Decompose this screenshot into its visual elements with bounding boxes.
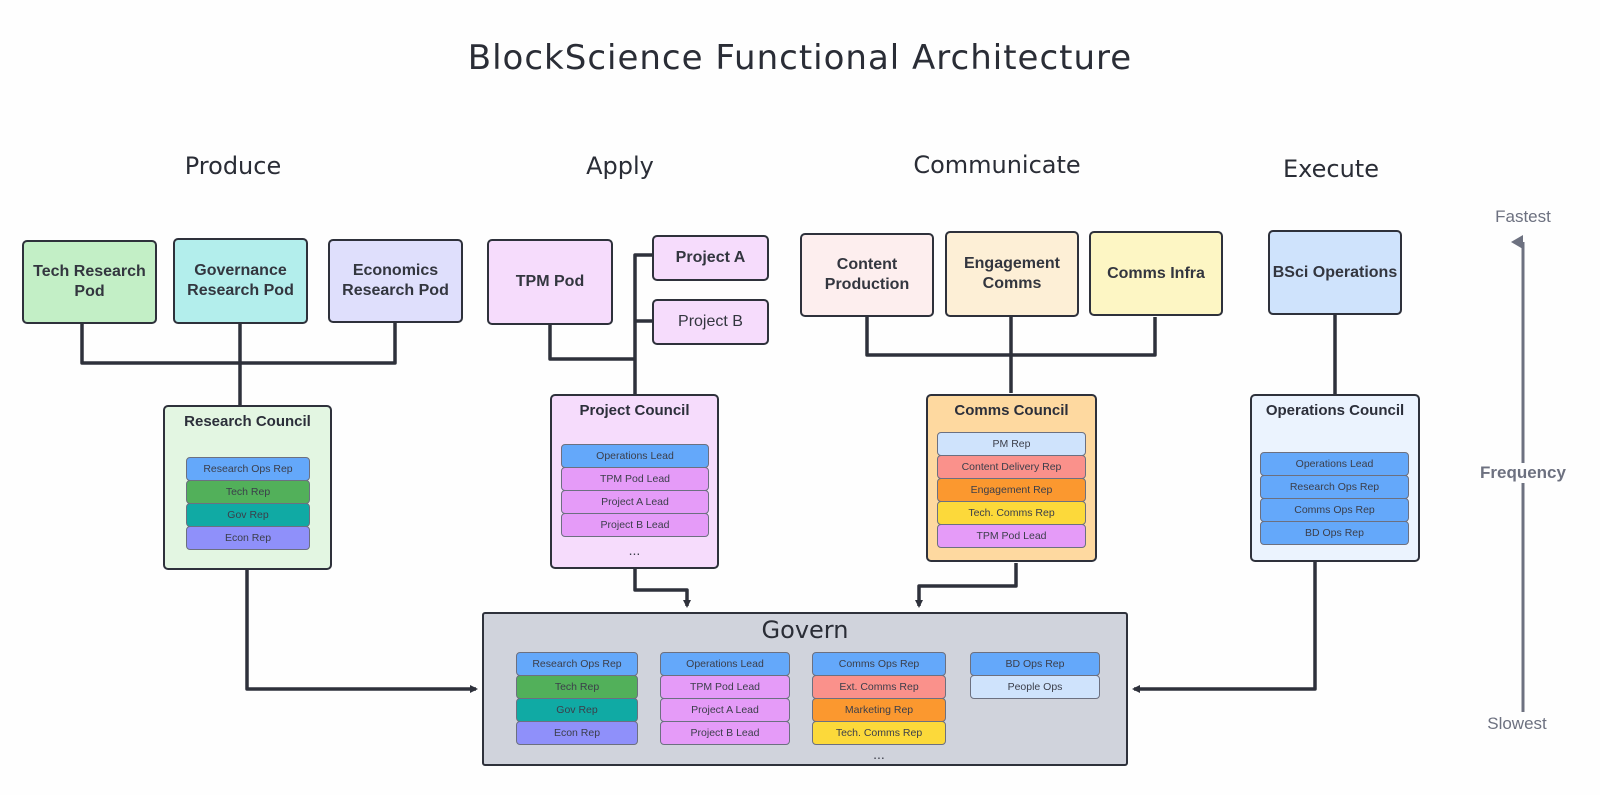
research-council[interactable]: Research Council Research Ops Rep Tech R… — [163, 405, 332, 570]
pod-label: Economics Research Pod — [342, 262, 449, 299]
comms-council[interactable]: Comms Council PM Rep Content Delivery Re… — [926, 394, 1097, 562]
pod-label: TPM Pod — [515, 273, 585, 290]
govern-group-project: Operations Lead TPM Pod Lead Project A L… — [660, 652, 790, 745]
pod-project-a[interactable]: Project A — [652, 235, 769, 281]
project-council[interactable]: Project Council Operations Lead TPM Pod … — [550, 394, 719, 569]
column-header-apply: Apply — [586, 152, 654, 180]
rep-gov: Gov Rep — [186, 503, 310, 527]
rep-econ: Econ Rep — [516, 721, 638, 745]
pod-governance-research[interactable]: Governance Research Pod — [173, 238, 308, 324]
pod-tpm[interactable]: TPM Pod — [487, 239, 613, 325]
rep-pm: PM Rep — [937, 432, 1086, 456]
arrow-ops-to-govern — [1132, 562, 1317, 693]
rep-tech-comms: Tech. Comms Rep — [937, 501, 1086, 525]
govern-group-research: Research Ops Rep Tech Rep Gov Rep Econ R… — [516, 652, 638, 745]
council-title: Research Council — [184, 413, 311, 430]
rep-project-b-lead: Project B Lead — [561, 513, 709, 537]
rep-tpm-pod-lead: TPM Pod Lead — [937, 524, 1086, 548]
column-header-communicate: Communicate — [913, 151, 1081, 179]
rep-operations-lead: Operations Lead — [660, 652, 790, 676]
operations-council-reps: Operations Lead Research Ops Rep Comms O… — [1260, 452, 1409, 545]
rep-research-ops: Research Ops Rep — [516, 652, 638, 676]
rep-research-ops: Research Ops Rep — [1260, 475, 1409, 499]
pod-project-b[interactable]: Project B — [652, 299, 769, 345]
arrow-research-to-govern — [245, 569, 478, 693]
pod-content-production[interactable]: Content Production — [800, 233, 934, 317]
rep-bd-ops: BD Ops Rep — [1260, 521, 1409, 545]
pod-label: Governance Research Pod — [187, 262, 294, 299]
research-council-reps: Research Ops Rep Tech Rep Gov Rep Econ R… — [186, 457, 310, 550]
axis-title-frequency: Frequency — [1470, 463, 1576, 483]
page-title: BlockScience Functional Architecture — [467, 38, 1133, 78]
axis-label-fastest: Fastest — [1495, 207, 1551, 226]
rep-ext-comms: Ext. Comms Rep — [812, 675, 946, 699]
council-title: Operations Council — [1265, 402, 1405, 419]
pod-bsci-operations[interactable]: BSci Operations — [1268, 230, 1402, 315]
rep-tpm-pod-lead: TPM Pod Lead — [561, 467, 709, 491]
rep-tpm-pod-lead: TPM Pod Lead — [660, 675, 790, 699]
pod-engagement-comms[interactable]: Engagement Comms — [945, 231, 1079, 317]
rep-gov: Gov Rep — [516, 698, 638, 722]
rep-marketing: Marketing Rep — [812, 698, 946, 722]
govern-group-operations: BD Ops Rep People Ops — [970, 652, 1100, 699]
pod-label: Project B — [678, 313, 743, 330]
rep-comms-ops: Comms Ops Rep — [1260, 498, 1409, 522]
more-ellipsis: ... — [628, 542, 641, 558]
connector-tpm-pod — [548, 324, 635, 361]
rep-engagement: Engagement Rep — [937, 478, 1086, 502]
govern-group-comms: Comms Ops Rep Ext. Comms Rep Marketing R… — [812, 652, 946, 745]
pod-label: Content Production — [824, 256, 910, 293]
column-header-produce: Produce — [184, 152, 282, 180]
arrow-project-to-govern — [633, 569, 691, 608]
rep-comms-ops: Comms Ops Rep — [812, 652, 946, 676]
council-title: Project Council — [579, 402, 690, 419]
operations-council[interactable]: Operations Council Operations Lead Resea… — [1250, 394, 1420, 562]
pod-label: Tech Research Pod — [33, 263, 146, 300]
pod-label: Comms Infra — [1107, 264, 1205, 282]
pod-label: Engagement Comms — [963, 255, 1060, 292]
pod-label: Project A — [675, 249, 746, 266]
more-ellipsis: ... — [873, 746, 885, 762]
column-header-execute: Execute — [1283, 155, 1379, 183]
pod-tech-research[interactable]: Tech Research Pod — [22, 240, 157, 324]
comms-council-reps: PM Rep Content Delivery Rep Engagement R… — [937, 432, 1086, 548]
rep-operations-lead: Operations Lead — [561, 444, 709, 468]
rep-tech: Tech Rep — [186, 480, 310, 504]
pod-label: BSci Operations — [1272, 263, 1398, 281]
rep-project-b-lead: Project B Lead — [660, 721, 790, 745]
axis-label-slowest: Slowest — [1487, 714, 1547, 733]
rep-project-a-lead: Project A Lead — [660, 698, 790, 722]
govern-box[interactable]: Govern Research Ops Rep Tech Rep Gov Rep… — [482, 612, 1128, 766]
rep-content-delivery: Content Delivery Rep — [937, 455, 1086, 479]
rep-tech: Tech Rep — [516, 675, 638, 699]
rep-bd-ops: BD Ops Rep — [970, 652, 1100, 676]
arrow-comms-to-govern — [915, 563, 1018, 608]
govern-title: Govern — [761, 616, 849, 644]
pod-comms-infra[interactable]: Comms Infra — [1089, 231, 1223, 316]
project-council-reps: Operations Lead TPM Pod Lead Project A L… — [561, 444, 709, 537]
rep-operations-lead: Operations Lead — [1260, 452, 1409, 476]
rep-project-a-lead: Project A Lead — [561, 490, 709, 514]
rep-people-ops: People Ops — [970, 675, 1100, 699]
pod-economics-research[interactable]: Economics Research Pod — [328, 239, 463, 323]
council-title: Comms Council — [954, 402, 1069, 419]
rep-research-ops: Research Ops Rep — [186, 457, 310, 481]
connector-project-a — [633, 253, 652, 395]
rep-econ: Econ Rep — [186, 526, 310, 550]
rep-tech-comms: Tech. Comms Rep — [812, 721, 946, 745]
